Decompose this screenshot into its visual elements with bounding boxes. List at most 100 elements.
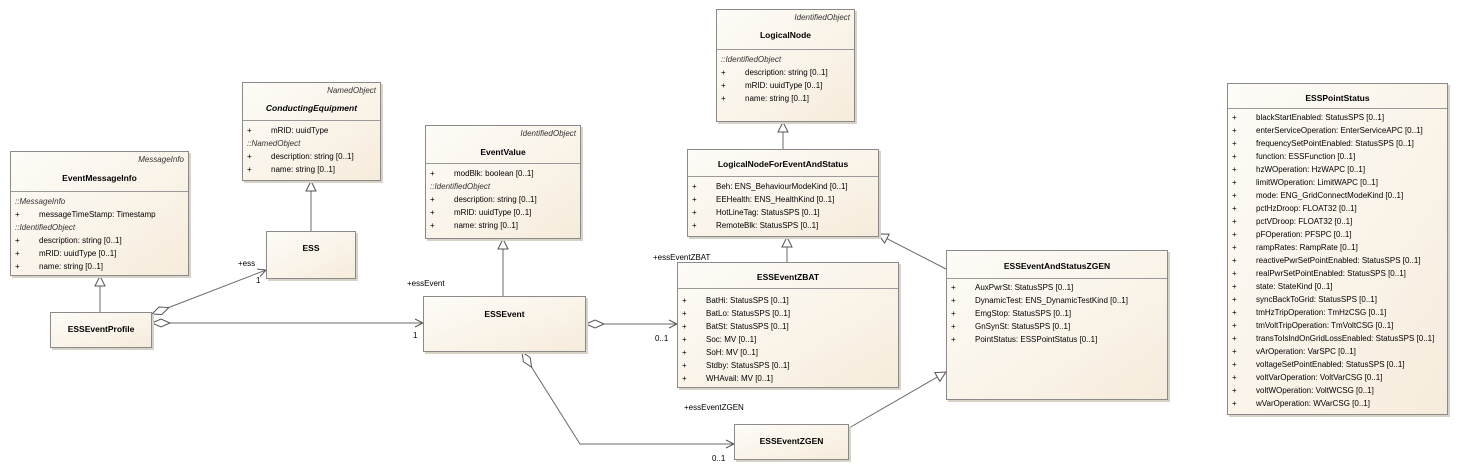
class-name: ESSEventAndStatusZGEN xyxy=(1003,261,1111,271)
multiplicity-ess: 1 xyxy=(256,276,261,285)
class-header: LogicalNodeForEventAndStatus xyxy=(688,150,878,177)
attribute: +SoH: MV [0..1] xyxy=(682,348,759,357)
attribute: +Stdby: StatusSPS [0..1] xyxy=(682,361,790,370)
class-ess-point-status[interactable]: ESSPointStatus +blackStartEnabled: Statu… xyxy=(1227,83,1448,415)
role-label-zgen: +essEventZGEN xyxy=(684,403,744,412)
class-header: IdentifiedObject EventValue xyxy=(426,126,580,164)
class-header: ESSEventAndStatusZGEN xyxy=(947,251,1167,279)
generalization-zgenstatus-to-lnforeventandstatus xyxy=(878,234,947,270)
attribute: +BatLo: StatusSPS [0..1] xyxy=(682,309,791,318)
attribute: +mRID: uuidType [0..1] xyxy=(15,249,117,258)
class-ess-event-zgen[interactable]: ESSEventZGEN xyxy=(734,424,849,460)
class-header: ESSPointStatus xyxy=(1228,84,1447,109)
attribute: +GnSynSt: StatusSPS [0..1] xyxy=(951,322,1071,331)
class-ess[interactable]: ESS xyxy=(266,231,356,279)
association-profile-to-ess xyxy=(152,270,266,314)
class-header: ESSEvent xyxy=(424,297,585,351)
attribute-list: +Beh: ENS_BehaviourModeKind [0..1] +EEHe… xyxy=(688,177,878,235)
class-name: EventMessageInfo xyxy=(62,173,137,183)
attribute: +wVarOperation: WVarCSG [0..1] xyxy=(1232,399,1370,408)
attribute: +description: string [0..1] xyxy=(15,236,122,245)
class-logical-node-for-event-and-status[interactable]: LogicalNodeForEventAndStatus +Beh: ENS_B… xyxy=(687,149,879,237)
class-name: ESS xyxy=(302,243,320,253)
class-logical-node[interactable]: IdentifiedObject LogicalNode ::Identifie… xyxy=(716,9,855,122)
attribute: +voltVarOperation: VoltVarCSG [0..1] xyxy=(1232,373,1383,382)
section-header: ::IdentifiedObject xyxy=(15,223,76,232)
attribute: +function: ESSFunction [0..1] xyxy=(1232,152,1356,161)
attribute: +pctHzDroop: FLOAT32 [0..1] xyxy=(1232,204,1357,213)
class-header: NamedObject ConductingEquipment xyxy=(243,83,380,121)
attribute: +name: string [0..1] xyxy=(247,165,336,174)
attribute: +reactivePwrSetPointEnabled: StatusSPS [… xyxy=(1232,256,1421,265)
attribute: +syncBackToGrid: StatusSPS [0..1] xyxy=(1232,295,1377,304)
attribute: +messageTimeStamp: Timestamp xyxy=(15,210,156,219)
class-name: ESSPointStatus xyxy=(1305,93,1370,103)
class-name: ESSEventProfile xyxy=(67,324,135,334)
attribute: +description: string [0..1] xyxy=(721,68,828,77)
section-header: ::MessageInfo xyxy=(15,197,66,206)
attribute: +frequencySetPointEnabled: StatusSPS [0.… xyxy=(1232,139,1414,148)
attribute: +vArOperation: VarSPC [0..1] xyxy=(1232,347,1356,356)
attribute: +name: string [0..1] xyxy=(430,221,519,230)
attribute: +tmVoltTripOperation: TmVoltCSG [0..1] xyxy=(1232,321,1394,330)
section-header: ::IdentifiedObject xyxy=(721,55,782,64)
class-name: ConductingEquipment xyxy=(265,103,358,113)
class-ess-event-zbat[interactable]: ESSEventZBAT +BatHi: StatusSPS [0..1] +B… xyxy=(677,262,899,388)
attribute: +state: StateKind [0..1] xyxy=(1232,282,1333,291)
stereotype: IdentifiedObject xyxy=(794,13,850,22)
stereotype: NamedObject xyxy=(327,86,376,95)
class-header: ESS xyxy=(267,232,355,278)
attribute: +mRID: uuidType [0..1] xyxy=(721,81,823,90)
attribute: +EmgStop: StatusSPS [0..1] xyxy=(951,309,1072,318)
attribute: +BatSt: StatusSPS [0..1] xyxy=(682,322,789,331)
stereotype: IdentifiedObject xyxy=(520,129,576,138)
class-header: IdentifiedObject LogicalNode xyxy=(717,10,854,50)
attribute: +hzWOperation: HzWAPC [0..1] xyxy=(1232,165,1366,174)
attribute: +tmHzTripOperation: TmHzCSG [0..1] xyxy=(1232,308,1387,317)
attribute: +transToIslndOnGridLossEnabled: StatusSP… xyxy=(1232,334,1435,343)
attribute: +BatHi: StatusSPS [0..1] xyxy=(682,296,789,305)
section-header: ::NamedObject xyxy=(247,139,301,148)
attribute-list: ::IdentifiedObject +description: string … xyxy=(717,50,854,108)
attribute: +voltageSetPointEnabled: StatusSPS [0..1… xyxy=(1232,360,1405,369)
attribute: +WHAvail: MV [0..1] xyxy=(682,374,773,383)
attribute: +mode: ENG_GridConnectModeKind [0..1] xyxy=(1232,191,1404,200)
association-essevent-to-zgen xyxy=(522,352,734,444)
attribute-list: +BatHi: StatusSPS [0..1] +BatLo: StatusS… xyxy=(678,289,898,388)
attribute: +limitWOperation: LimitWAPC [0..1] xyxy=(1232,178,1378,187)
attribute: +voltWOperation: VoltWCSG [0..1] xyxy=(1232,386,1374,395)
attribute: +mRID: uuidType xyxy=(247,126,329,135)
attribute: +Beh: ENS_BehaviourModeKind [0..1] xyxy=(692,182,848,191)
generalization-esseventzgen-to-zgenstatus xyxy=(848,372,946,429)
class-event-message-info[interactable]: MessageInfo EventMessageInfo ::MessageIn… xyxy=(10,151,189,276)
role-label-ess-event: +essEvent xyxy=(407,279,445,288)
class-name: ESSEventZBAT xyxy=(756,272,820,282)
attribute-list: ::MessageInfo +messageTimeStamp: Timesta… xyxy=(11,192,188,276)
multiplicity-zgen: 0..1 xyxy=(712,454,726,463)
attribute: +modBlk: boolean [0..1] xyxy=(430,169,534,178)
attribute: +AuxPwrSt: StatusSPS [0..1] xyxy=(951,283,1074,292)
class-name: ESSEventZGEN xyxy=(759,436,824,446)
attribute: +Soc: MV [0..1] xyxy=(682,335,757,344)
multiplicity-ess-event: 1 xyxy=(413,331,418,340)
attribute: +realPwrSetPointEnabled: StatusSPS [0..1… xyxy=(1232,269,1406,278)
attribute: +mRID: uuidType [0..1] xyxy=(430,208,532,217)
class-ess-event-profile[interactable]: ESSEventProfile xyxy=(50,312,152,348)
class-header: ESSEventProfile xyxy=(51,313,151,347)
role-label-ess: +ess xyxy=(238,259,256,268)
attribute: +pFOperation: PFSPC [0..1] xyxy=(1232,230,1352,239)
attribute: +description: string [0..1] xyxy=(430,195,537,204)
attribute: +HotLineTag: StatusSPS [0..1] xyxy=(692,208,820,217)
section-header: ::IdentifiedObject xyxy=(430,182,491,191)
class-ess-event-and-status-zgen[interactable]: ESSEventAndStatusZGEN +AuxPwrSt: StatusS… xyxy=(946,250,1168,400)
attribute: +rampRates: RampRate [0..1] xyxy=(1232,243,1358,252)
class-conducting-equipment[interactable]: NamedObject ConductingEquipment +mRID: u… xyxy=(242,82,381,181)
class-event-value[interactable]: IdentifiedObject EventValue +modBlk: boo… xyxy=(425,125,581,239)
class-header: ESSEventZGEN xyxy=(735,425,848,459)
class-name: ESSEvent xyxy=(484,309,525,319)
attribute: +RemoteBlk: StatusSPS [0..1] xyxy=(692,221,819,230)
attribute: +blackStartEnabled: StatusSPS [0..1] xyxy=(1232,113,1385,122)
class-ess-event[interactable]: ESSEvent xyxy=(423,296,586,352)
